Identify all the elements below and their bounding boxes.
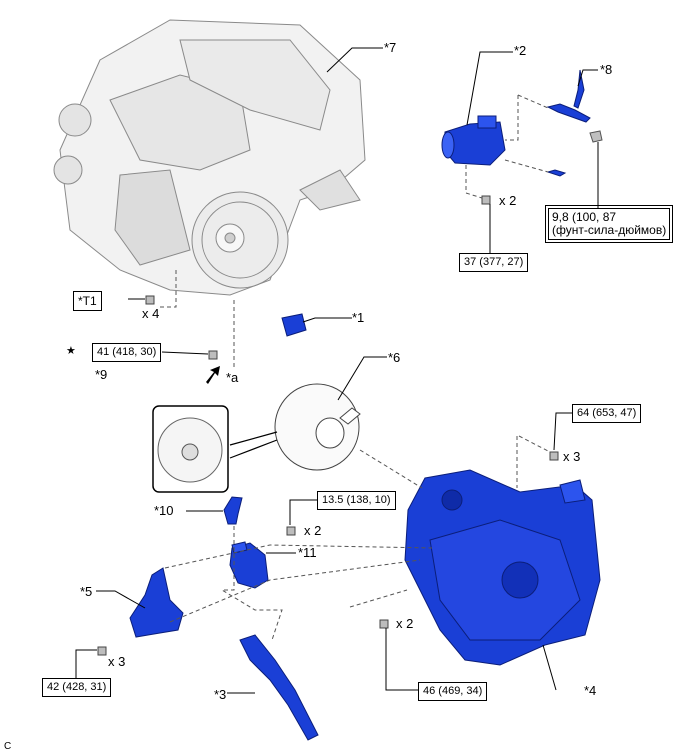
callout-9: *9 bbox=[95, 367, 108, 382]
callout-8: *8 bbox=[600, 62, 613, 77]
leader-lines bbox=[75, 47, 599, 694]
callout-1: *1 bbox=[352, 310, 365, 325]
starter-wire bbox=[546, 69, 603, 177]
mount-bracket bbox=[229, 541, 269, 589]
hole-cover bbox=[281, 313, 307, 337]
engine-illustration bbox=[53, 19, 366, 296]
torque-terminal-nut-unit: (фунт-сила-дюймов) bbox=[552, 223, 667, 237]
callout-6: *6 bbox=[388, 350, 401, 365]
callout-2: *2 bbox=[514, 43, 527, 58]
qty-starter: x 2 bbox=[499, 193, 517, 208]
callout-3: *3 bbox=[214, 687, 227, 702]
direction-arrow bbox=[206, 366, 220, 384]
callout-5: *5 bbox=[80, 584, 93, 599]
qty-t1: x 4 bbox=[142, 306, 160, 321]
torque-trans-top: 64 (653, 47) bbox=[572, 404, 642, 423]
torque-converter bbox=[274, 383, 361, 471]
alignment-lines bbox=[160, 94, 549, 641]
upper-hose bbox=[223, 496, 243, 525]
callout-4: *4 bbox=[584, 683, 597, 698]
torque-terminal-nut: 9,8 (100, 87 (фунт-сила-дюймов) bbox=[544, 205, 674, 243]
qty-mount: x 2 bbox=[304, 523, 322, 538]
torque-lower-bracket: 42 (428, 31) bbox=[42, 678, 112, 697]
bolts bbox=[97, 195, 559, 656]
corner-mark: C bbox=[4, 741, 12, 752]
callout-7: *7 bbox=[384, 40, 397, 55]
transmission bbox=[404, 469, 601, 666]
starter-motor bbox=[441, 115, 506, 166]
star-symbol: ★ bbox=[66, 345, 76, 357]
callout-11: *11 bbox=[298, 545, 317, 560]
inset-detail bbox=[152, 405, 278, 493]
torque-flywheel: 41 (418, 30) bbox=[92, 343, 162, 362]
callout-10: *10 bbox=[154, 503, 174, 518]
qty-lower-bracket: x 3 bbox=[108, 654, 126, 669]
qty-trans-lower: x 2 bbox=[396, 616, 414, 631]
callout-a: *a bbox=[226, 370, 239, 385]
callout-t1: *T1 bbox=[73, 291, 102, 311]
torque-mount-bracket: 13.5 (138, 10) bbox=[317, 491, 396, 510]
torque-trans-lower: 46 (469, 34) bbox=[418, 682, 488, 701]
qty-trans-top: x 3 bbox=[563, 449, 581, 464]
lower-bracket bbox=[129, 567, 184, 638]
lower-hose bbox=[239, 634, 319, 741]
torque-terminal-nut-value: 9,8 (100, 87 bbox=[552, 210, 617, 224]
torque-starter-bolt: 37 (377, 27) bbox=[459, 253, 529, 272]
